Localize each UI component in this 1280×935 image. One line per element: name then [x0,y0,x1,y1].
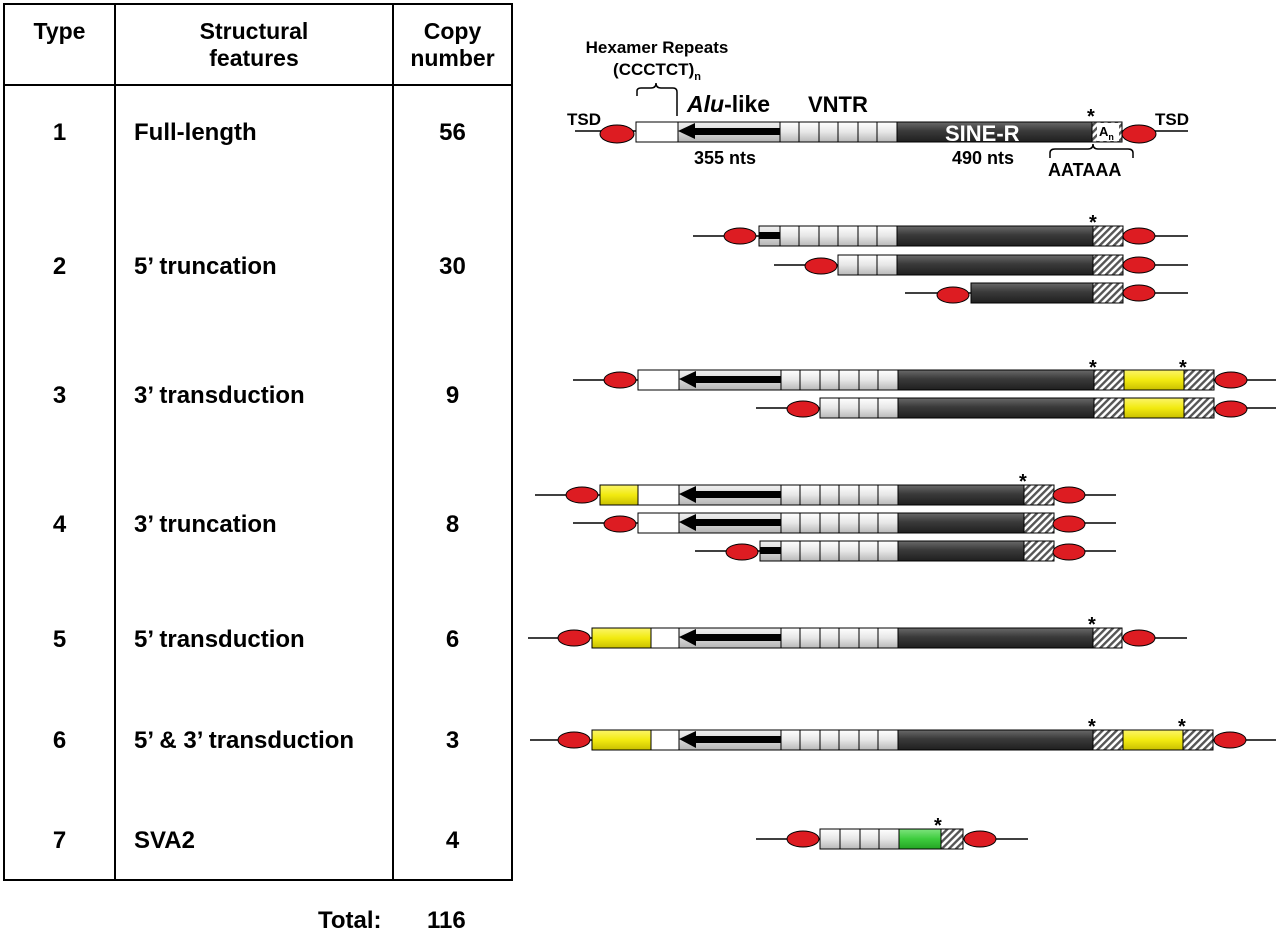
table-border-bottom [3,879,513,881]
row-2-feature: 5’ truncation [134,252,277,280]
tsd-left-icon [599,124,635,144]
tsd-icon [557,629,591,647]
tsd-icon [725,543,759,561]
element-row-4a [535,484,1116,506]
row-1-type: 1 [52,118,67,146]
polya-star: * [1179,357,1187,379]
vntr-label: VNTR [808,92,868,117]
row-4-copy: 8 [445,510,460,538]
element-row-4c [695,540,1116,562]
transduction-box [1123,369,1185,391]
table-border-left [3,3,5,881]
polya-star: * [934,815,942,837]
header-structural-features: Structural features [199,17,309,71]
polya-star: * [1088,716,1096,738]
tsd-icon [603,515,637,533]
tsd-icon [1122,227,1156,245]
row-2-type: 2 [52,252,67,280]
element-row-3b [756,397,1276,419]
element-row-5 [528,627,1187,649]
hexamer-box [635,121,679,143]
polya-star: * [1178,716,1186,738]
tsd-icon [1122,284,1156,302]
element-row-6 [530,729,1276,751]
tsd-icon [786,400,820,418]
tsd-icon [565,486,599,504]
tsd-left-label: TSD [567,110,601,129]
tsd-icon [1214,400,1248,418]
row-4-type: 4 [52,510,67,538]
polya-label: An [1099,124,1114,142]
table-border-top [3,3,513,5]
tsd-icon [1052,543,1086,561]
tsd-icon [1052,486,1086,504]
row-7-type: 7 [52,826,67,854]
alu-like-label: Alu-like [686,91,770,117]
sine-length-label: 490 nts [952,148,1014,168]
tsd-right-icon [1121,124,1157,144]
tsd-icon [1052,515,1086,533]
element-row-4b [573,512,1116,534]
row-1-copy: 56 [439,118,466,146]
tsd-icon [1122,629,1156,647]
polya-star: * [1088,614,1096,636]
tsd-icon [963,830,997,848]
tsd-icon [723,227,757,245]
row-7-copy: 4 [445,826,460,854]
header-copy-number: Copy number [410,17,495,71]
header-type: Type [33,17,86,44]
polya-star: * [1087,106,1095,128]
row-6-copy: 3 [445,726,460,754]
element-row-3a [573,369,1276,391]
hexamer-label: Hexamer Repeats [586,38,729,57]
hexamer-sequence: (CCCTCT)n [613,60,701,83]
table-border-right [511,3,513,881]
row-1-feature: Full-length [134,118,257,146]
row-3-copy: 9 [445,381,460,409]
polya-star: * [1089,212,1097,234]
tsd-icon [786,830,820,848]
row-6-feature: 5’ & 3’ transduction [134,726,355,754]
tsd-icon [936,286,970,304]
tsd-icon [804,257,838,275]
polya-star: * [1019,471,1027,493]
row-5-type: 5 [52,625,67,653]
aataaa-label: AATAAA [1048,160,1121,180]
element-row-2a [693,225,1188,247]
row-2-copy: 30 [439,252,466,280]
table-divider-1 [114,3,116,881]
sine-r-label: SINE-R [945,121,1020,146]
table-divider-2 [392,3,394,881]
tsd-icon [1214,371,1248,389]
tsd-icon [1122,256,1156,274]
tsd-icon [1213,731,1247,749]
row-7-feature: SVA2 [134,826,195,854]
row-4-feature: 3’ truncation [134,510,277,538]
tsd-right-label: TSD [1155,110,1189,129]
row-6-type: 6 [52,726,67,754]
tsd-icon [603,371,637,389]
element-row-1 [575,82,1188,158]
row-3-feature: 3’ transduction [134,381,305,409]
row-3-type: 3 [52,381,67,409]
row-5-feature: 5’ transduction [134,625,305,653]
total-label: Total: [318,906,382,934]
row-5-copy: 6 [445,625,460,653]
element-row-2c [905,282,1188,304]
table-border-header [3,84,513,86]
total-value: 116 [427,906,466,934]
polya-star: * [1089,357,1097,379]
tsd-icon [557,731,591,749]
alu-length-label: 355 nts [694,148,756,168]
element-row-2b [774,254,1188,276]
element-row-7 [756,828,1028,850]
